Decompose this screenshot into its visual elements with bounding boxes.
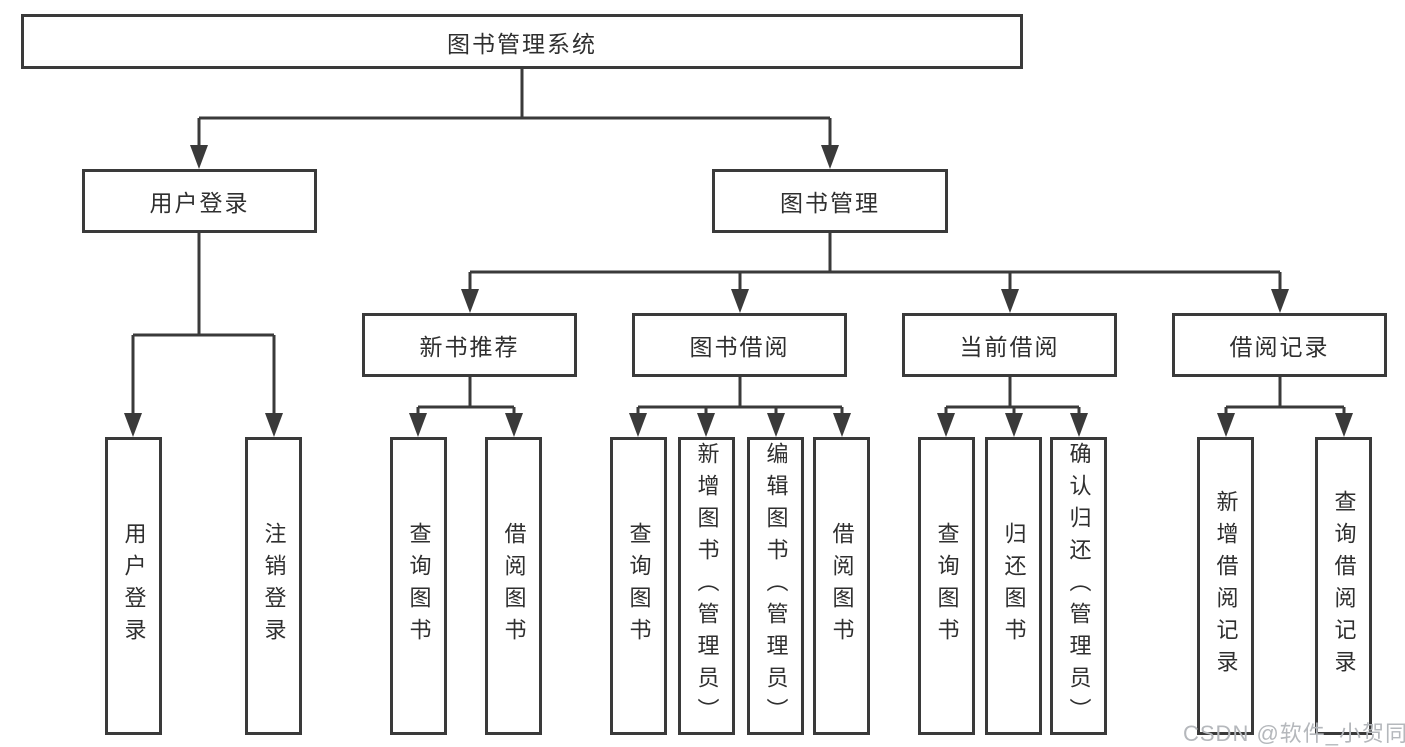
connector-book-borrow	[636, 377, 844, 418]
node-label: 当前借阅	[959, 334, 1060, 360]
node-root-library-system: 图书管理系统	[21, 14, 1023, 69]
leaf-return-books: 归还图书	[985, 437, 1042, 735]
leaf-query-books-current: 查询图书	[918, 437, 975, 735]
node-label: 新增图书（管理员）	[694, 442, 720, 730]
node-label: 查询借阅记录	[1331, 490, 1357, 682]
node-book-management-branch: 图书管理	[712, 169, 948, 233]
node-current-borrowing: 当前借阅	[902, 313, 1117, 377]
leaf-query-books-recommend: 查询图书	[390, 437, 447, 735]
node-label: 用户登录	[149, 190, 250, 216]
node-label: 图书管理	[780, 190, 880, 216]
leaf-add-books-admin: 新增图书（管理员）	[678, 437, 735, 735]
connector-borrow-records	[1224, 377, 1346, 418]
connector-current-borrow	[944, 377, 1081, 418]
leaf-confirm-return-admin: 确认归还（管理员）	[1050, 437, 1107, 735]
leaf-query-books-borrow: 查询图书	[610, 437, 667, 735]
leaf-query-borrow-record: 查询借阅记录	[1315, 437, 1372, 735]
node-label: 借阅图书	[829, 522, 855, 650]
leaf-add-borrow-record: 新增借阅记录	[1197, 437, 1254, 735]
node-label: 查询图书	[626, 522, 652, 650]
node-label: 借阅图书	[501, 522, 527, 650]
leaf-user-login: 用户登录	[105, 437, 162, 735]
node-label: 查询图书	[406, 522, 432, 650]
node-label: 查询图书	[934, 522, 960, 650]
node-new-book-recommend: 新书推荐	[362, 313, 577, 377]
leaf-borrow-books-recommend: 借阅图书	[485, 437, 542, 735]
node-label: 注销登录	[261, 522, 287, 650]
node-borrowing-records: 借阅记录	[1172, 313, 1387, 377]
node-book-borrowing: 图书借阅	[632, 313, 847, 377]
arrowheads	[124, 145, 1353, 437]
leaf-borrow-books: 借阅图书	[813, 437, 870, 735]
csdn-watermark: CSDN @软件_小贺同学	[1183, 721, 1405, 746]
connector-user-login	[131, 233, 276, 418]
node-user-login-branch: 用户登录	[82, 169, 317, 233]
connector-new-book	[416, 377, 516, 418]
connector-root	[197, 69, 832, 150]
node-label: 用户登录	[121, 522, 147, 650]
node-label: 新书推荐	[419, 334, 520, 360]
node-label: 新增借阅记录	[1213, 490, 1239, 682]
node-label: 确认归还（管理员）	[1066, 442, 1092, 730]
leaf-logout: 注销登录	[245, 437, 302, 735]
leaf-edit-books-admin: 编辑图书（管理员）	[747, 437, 804, 735]
node-label: 图书管理系统	[447, 30, 597, 57]
connector-book-management	[468, 233, 1282, 295]
node-label: 图书借阅	[689, 334, 790, 360]
node-label: 编辑图书（管理员）	[763, 442, 789, 730]
node-label: 归还图书	[1001, 522, 1027, 650]
node-label: 借阅记录	[1229, 334, 1330, 360]
